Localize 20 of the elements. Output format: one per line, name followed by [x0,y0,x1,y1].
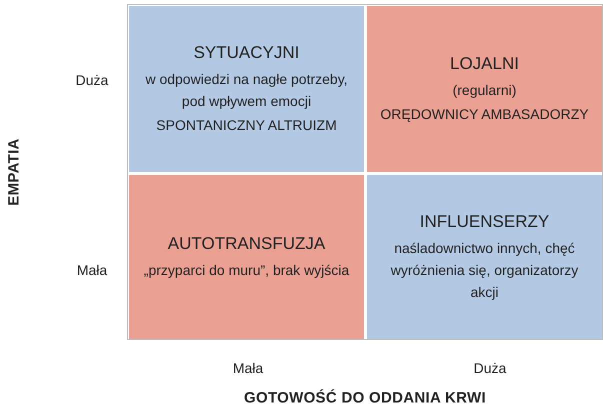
axis-tick-label: Mała [232,360,264,376]
quadrant-box [367,175,602,339]
quadrant-text: „przyparci do muru”, brak wyjścia [144,261,350,280]
quadrant-text: (regularni) [452,81,516,100]
axis-title: GOTOWOŚĆ DO ODDANIA KRWI [244,390,486,406]
axis-tick-label: Mała [76,262,108,278]
axis-tick-label: Duża [76,72,108,88]
axis-tick-label: Duża [474,360,506,376]
axis-title: EMPATIA [6,138,22,206]
quadrant-heading: INFLUENSERZY [420,211,550,233]
quadrant-box [129,6,364,172]
quadrant-heading: AUTOTRANSFUZJA [168,233,326,255]
quadrant-heading: SYTUACYJNI [194,42,300,64]
quadrant-text: SPONTANICZNY ALTRUIZM [156,116,337,135]
quadrant-box [367,6,602,172]
quadrant-text: ORĘDOWNICY AMBASADORZY [380,105,589,124]
quadrant-text: naśladownictwo innych, chęć wyróżnienia się, organizatorzy akcji [390,239,580,302]
quadrant-heading: LOJALNI [450,53,519,75]
quadrant-text: w odpowiedzi na nagłe potrzeby, pod wpływem emocji [144,70,349,111]
quadrant-box [129,175,364,339]
